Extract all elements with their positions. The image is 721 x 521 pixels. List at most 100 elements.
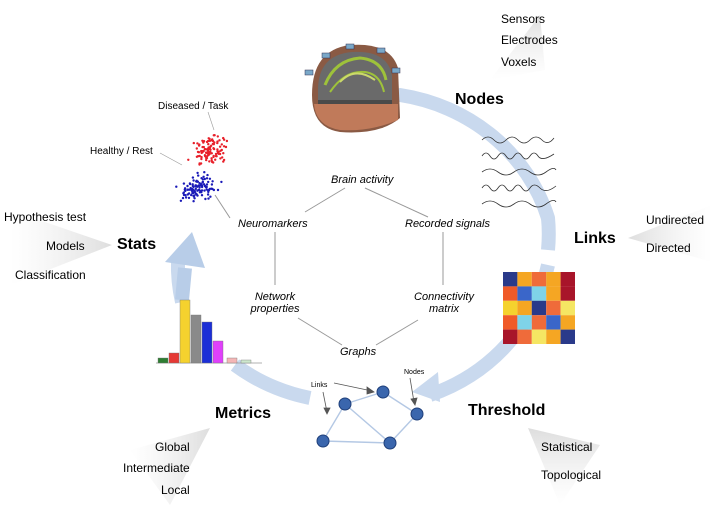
scatter-point-healthy <box>200 177 203 180</box>
scatter-point-healthy <box>212 188 216 192</box>
links-callout <box>628 205 712 262</box>
arc-arrowhead-threshold <box>412 372 440 402</box>
arc-arrowhead-stats <box>165 232 205 268</box>
scatter-point-healthy <box>203 171 206 174</box>
scatter-point-diseased <box>208 139 212 143</box>
scatter-point-diseased <box>187 158 190 161</box>
scatter-point-diseased <box>221 156 224 159</box>
scatter-point-diseased <box>196 142 199 145</box>
scatter-point-diseased <box>207 137 210 140</box>
graph-node <box>376 385 390 399</box>
scatter-point-healthy <box>216 188 220 192</box>
matrix-cell <box>503 300 518 316</box>
scatter-point-healthy <box>207 197 210 200</box>
scatter-point-diseased <box>220 143 223 146</box>
scatter-point-healthy <box>196 171 199 175</box>
matrix-cell <box>503 329 518 344</box>
matrix-cell <box>531 315 547 330</box>
scatter-point-diseased <box>213 134 216 137</box>
scatter-point-diseased <box>195 155 199 158</box>
scatter-point-diseased <box>225 139 229 143</box>
matrix-cell <box>503 286 518 301</box>
scatter-point-healthy <box>197 188 200 192</box>
matrix-cell <box>560 286 575 301</box>
scatter-point-healthy <box>187 196 191 200</box>
scatter-point-diseased <box>222 138 226 141</box>
scatter-point-diseased <box>202 140 206 143</box>
scatter-point-healthy <box>198 186 201 189</box>
links-option-undirected: Undirected <box>646 213 705 227</box>
scatter-point-diseased <box>224 145 228 149</box>
matrix-cell <box>560 272 575 287</box>
scatter-point-healthy <box>186 184 189 188</box>
label-recorded-signals: Recorded signals <box>405 218 490 230</box>
stats-option-models: Models <box>46 239 85 253</box>
stage-threshold: Threshold <box>468 402 546 419</box>
scatter-point-diseased <box>212 143 215 146</box>
links-option-directed: Directed <box>646 241 691 255</box>
scatter-point-diseased <box>218 145 222 148</box>
scatter-point-diseased <box>214 158 217 161</box>
scatter-point-diseased <box>205 156 209 160</box>
label-neuromarkers: Neuromarkers <box>238 218 308 230</box>
matrix-cell <box>517 286 532 301</box>
scatter-point-healthy <box>208 177 212 180</box>
scatter-point-healthy <box>205 177 209 180</box>
scatter-point-healthy <box>186 188 189 191</box>
scatter-point-healthy <box>206 173 209 177</box>
scatter-point-diseased <box>200 155 203 159</box>
scatter-point-healthy <box>203 184 207 188</box>
histogram-bar <box>212 340 224 364</box>
scatter-point-healthy <box>206 193 210 196</box>
scatter-point-healthy <box>209 195 212 198</box>
stage-metrics: Metrics <box>215 405 272 422</box>
scatter-point-diseased <box>210 144 213 147</box>
scatter-point-healthy <box>194 184 198 187</box>
metrics-option-local: Local <box>161 483 190 497</box>
label-brain-activity: Brain activity <box>331 174 394 186</box>
scatter-point-healthy <box>191 176 195 179</box>
graph-label-links: Links <box>311 382 328 389</box>
scatter-point-healthy <box>193 197 196 200</box>
scatter-point-diseased <box>208 152 211 156</box>
matrix-cell <box>546 329 561 344</box>
scatter-plot <box>159 111 229 203</box>
scatter-point-diseased <box>210 159 213 162</box>
histogram-bar <box>168 352 180 364</box>
scatter-point-healthy <box>188 182 192 186</box>
label-connectivity-matrix: Connectivity matrix <box>404 291 484 315</box>
scatter-label-diseased: Diseased / Task <box>158 101 229 112</box>
nodes-option-voxels: Voxels <box>501 55 537 69</box>
histogram-bar <box>226 357 238 364</box>
label-network-properties-line1: Network <box>254 291 296 303</box>
scatter-leader-healthy <box>159 152 183 166</box>
metrics-option-global: Global <box>155 440 190 454</box>
histogram-bar <box>240 359 252 364</box>
matrix-cell <box>560 329 575 344</box>
scatter-point-healthy <box>207 188 211 192</box>
label-connectivity-matrix-line1: Connectivity <box>414 291 474 303</box>
stats-option-classification: Classification <box>15 268 86 282</box>
stage-links: Links <box>574 230 616 247</box>
scatter-point-healthy <box>202 175 205 178</box>
label-network-properties: Network properties <box>240 291 310 315</box>
scatter-point-healthy <box>201 180 205 184</box>
scatter-point-healthy <box>184 189 187 193</box>
scatter-point-diseased <box>200 150 204 153</box>
scatter-point-healthy <box>192 179 195 182</box>
nodes-option-sensors: Sensors <box>501 12 546 26</box>
scatter-point-diseased <box>210 152 213 155</box>
scatter-point-healthy <box>192 185 195 189</box>
scatter-point-diseased <box>216 135 219 138</box>
scatter-point-healthy <box>211 180 214 183</box>
scatter-point-healthy <box>187 192 191 195</box>
scatter-point-healthy <box>189 186 192 190</box>
histogram <box>156 299 262 364</box>
graph-node <box>410 407 424 421</box>
scatter-point-diseased <box>214 152 218 156</box>
histogram-bar <box>201 321 213 364</box>
scatter-point-healthy <box>207 190 210 194</box>
scatter-point-diseased <box>196 150 200 154</box>
matrix-cell <box>560 300 575 316</box>
stage-stats: Stats <box>117 236 157 253</box>
